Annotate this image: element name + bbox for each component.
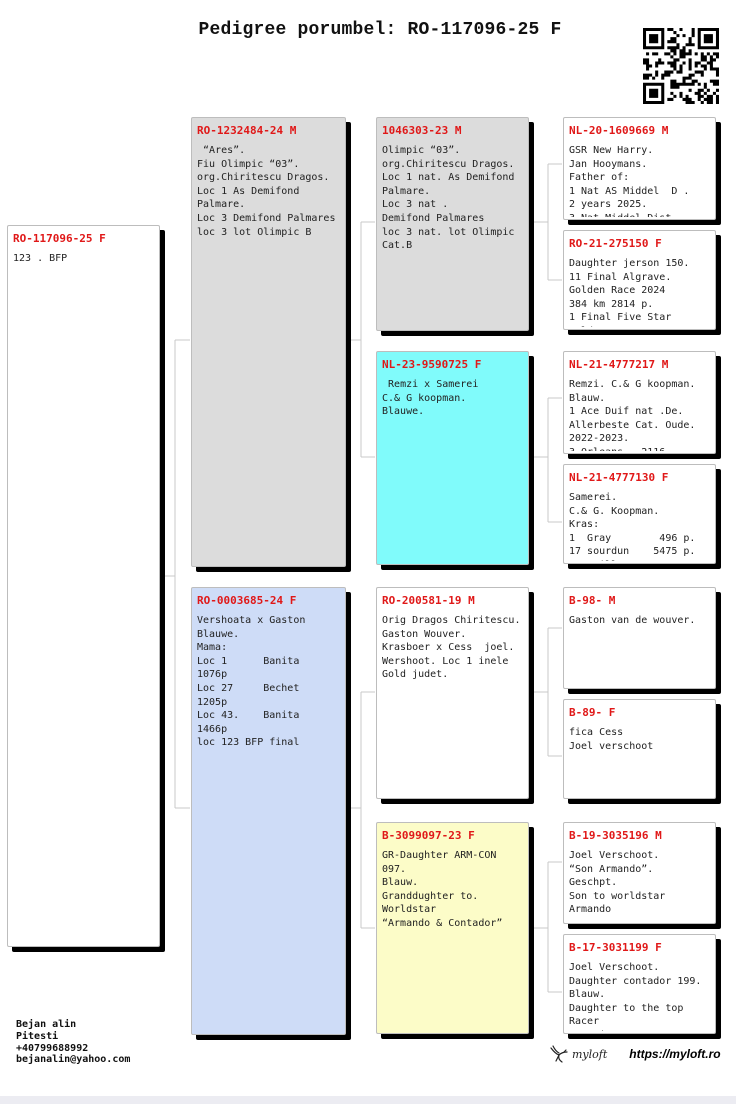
- great-grandparent-notes: GSR New Harry. Jan Hooymans. Father of: …: [569, 145, 690, 217]
- great-grandparent-code: NL-21-4777130 F: [569, 471, 669, 484]
- great-grandparent-code: B-19-3035196 M: [569, 829, 662, 842]
- dam-code: RO-0003685-24 F: [197, 594, 297, 607]
- sire-code: RO-1232484-24 M: [197, 124, 297, 137]
- owner-email[interactable]: bejanalin@yahoo.com: [16, 1054, 131, 1066]
- granddam-paternal-code: NL-23-9590725 F: [382, 358, 482, 371]
- great-grandparent-notes: Joel Verschoot. “Son Armando”. Geschpt. …: [569, 850, 666, 916]
- great-grandparent-notes: Joel Verschoot. Daughter contador 199. B…: [569, 962, 702, 1031]
- great-grandparent-notes: Samerei. C.& G. Koopman. Kras: 1 Gray 49…: [569, 492, 696, 561]
- subject-notes: 123 . BFP: [13, 253, 68, 264]
- great-grandparent-card[interactable]: RO-21-275150 F Daughter jerson 150. 11 F…: [563, 230, 716, 330]
- granddam-paternal-card[interactable]: NL-23-9590725 F Remzi x Samerei C.& G ko…: [376, 351, 529, 565]
- great-grandparent-code: B-17-3031199 F: [569, 941, 662, 954]
- qr-code-icon: [643, 28, 719, 104]
- grandsire-paternal-card[interactable]: 1046303-23 M Olimpic “03”. org.Chiritesc…: [376, 117, 529, 331]
- sire-card[interactable]: RO-1232484-24 M “Ares”. Fiu Olimpic “03”…: [191, 117, 346, 567]
- page-bottom-bar: [0, 1096, 736, 1104]
- great-grandparent-card[interactable]: B-89- F fica Cess Joel verschoot: [563, 699, 716, 799]
- brand-footer: myloft https://myloft.ro: [549, 1043, 721, 1065]
- great-grandparent-notes: Remzi. C.& G koopman. Blauw. 1 Ace Duif …: [569, 379, 696, 451]
- dam-notes: Vershoata x Gaston Blauwe. Mama: Loc 1 B…: [197, 615, 306, 749]
- grandsire-paternal-code: 1046303-23 M: [382, 124, 462, 137]
- brand-url-link[interactable]: https://myloft.ro: [629, 1047, 721, 1061]
- owner-city: Pitesti: [16, 1030, 59, 1042]
- grandsire-maternal-code: RO-200581-19 M: [382, 594, 475, 607]
- owner-info: Bejan alin Pitesti +40799688992 bejanali…: [16, 1019, 130, 1066]
- grandsire-paternal-notes: Olimpic “03”. org.Chiritescu Dragos. Loc…: [382, 145, 515, 252]
- granddam-maternal-notes: GR-Daughter ARM-CON 097. Blauw. Granddug…: [382, 850, 503, 929]
- granddam-paternal-notes: Remzi x Samerei C.& G koopman. Blauwe.: [382, 379, 479, 418]
- subject-card[interactable]: RO-117096-25 F 123 . BFP: [7, 225, 160, 947]
- brand-name: myloft: [572, 1047, 608, 1061]
- pigeon-logo-icon: [550, 1045, 568, 1063]
- grandsire-maternal-notes: Orig Dragos Chiritescu. Gaston Wouver. K…: [382, 615, 521, 681]
- great-grandparent-code: NL-20-1609669 M: [569, 124, 669, 137]
- great-grandparent-notes: fica Cess Joel verschoot: [569, 727, 654, 752]
- owner-name: Bejan alin: [16, 1019, 77, 1030]
- great-grandparent-notes: Gaston van de wouver.: [569, 615, 696, 626]
- sire-notes: “Ares”. Fiu Olimpic “03”. org.Chiritescu…: [197, 145, 336, 238]
- great-grandparent-card[interactable]: B-98- M Gaston van de wouver.: [563, 587, 716, 689]
- great-grandparent-card[interactable]: B-17-3031199 F Joel Verschoot. Daughter …: [563, 934, 716, 1034]
- great-grandparent-card[interactable]: B-19-3035196 M Joel Verschoot. “Son Arma…: [563, 822, 716, 924]
- owner-phone: +40799688992: [16, 1042, 89, 1054]
- great-grandparent-card[interactable]: NL-20-1609669 M GSR New Harry. Jan Hooym…: [563, 117, 716, 220]
- dam-card[interactable]: RO-0003685-24 F Vershoata x Gaston Blauw…: [191, 587, 346, 1035]
- page-title: Pedigree porumbel: RO-117096-25 F: [198, 20, 562, 40]
- great-grandparent-code: RO-21-275150 F: [569, 237, 662, 250]
- subject-code: RO-117096-25 F: [13, 232, 106, 245]
- great-grandparent-notes: Daughter jerson 150. 11 Final Algrave. G…: [569, 258, 690, 327]
- grandsire-maternal-card[interactable]: RO-200581-19 M Orig Dragos Chiritescu. G…: [376, 587, 529, 799]
- great-grandparent-code: B-89- F: [569, 706, 616, 719]
- great-grandparent-code: B-98- M: [569, 594, 616, 607]
- granddam-maternal-code: B-3099097-23 F: [382, 829, 475, 842]
- great-grandparent-card[interactable]: NL-21-4777130 F Samerei. C.& G. Koopman.…: [563, 464, 716, 564]
- great-grandparent-code: NL-21-4777217 M: [569, 358, 669, 371]
- granddam-maternal-card[interactable]: B-3099097-23 F GR-Daughter ARM-CON 097. …: [376, 822, 529, 1034]
- great-grandparent-card[interactable]: NL-21-4777217 M Remzi. C.& G koopman. Bl…: [563, 351, 716, 454]
